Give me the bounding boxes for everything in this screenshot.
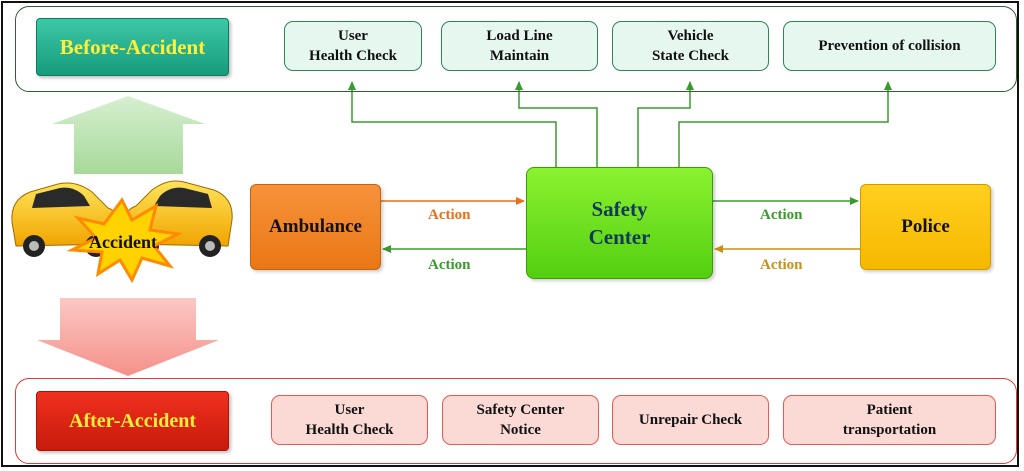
police-node: Police	[860, 184, 991, 270]
connector-load-line	[515, 81, 598, 167]
down-arrow-icon	[37, 298, 219, 376]
accident-label: Accident	[89, 232, 157, 252]
up-arrow-icon	[52, 96, 205, 174]
crash-burst-icon	[66, 197, 183, 284]
task-unrepair-check: Unrepair Check	[612, 395, 769, 445]
task-safety-center-notice: Safety Center Notice	[442, 395, 599, 445]
action-label-police-in: Action	[760, 257, 803, 273]
task-user-health-check: User Health Check	[284, 21, 422, 71]
action-label-ambulance-out: Action	[428, 207, 471, 223]
connector-vehicle-state	[637, 81, 694, 167]
task-after-user-health-check: User Health Check	[271, 395, 428, 445]
safety-center-node: Safety Center	[526, 167, 713, 279]
before-accident-panel	[15, 6, 1017, 92]
task-patient-transportation: Patient transportation	[783, 395, 996, 445]
crash-illustration	[11, 180, 233, 284]
after-accident-label: After-Accident	[36, 391, 229, 451]
after-accident-panel	[15, 378, 1017, 464]
task-load-line-maintain: Load Line Maintain	[441, 21, 598, 71]
ambulance-node: Ambulance	[250, 184, 381, 270]
task-prevention-of-collision: Prevention of collision	[783, 21, 996, 71]
action-label-ambulance-in: Action	[428, 257, 471, 273]
before-accident-label: Before-Accident	[36, 18, 229, 76]
connector-health-check	[348, 81, 557, 167]
task-vehicle-state-check: Vehicle State Check	[612, 21, 769, 71]
connector-collision	[678, 81, 892, 167]
action-label-police-out: Action	[760, 207, 803, 223]
